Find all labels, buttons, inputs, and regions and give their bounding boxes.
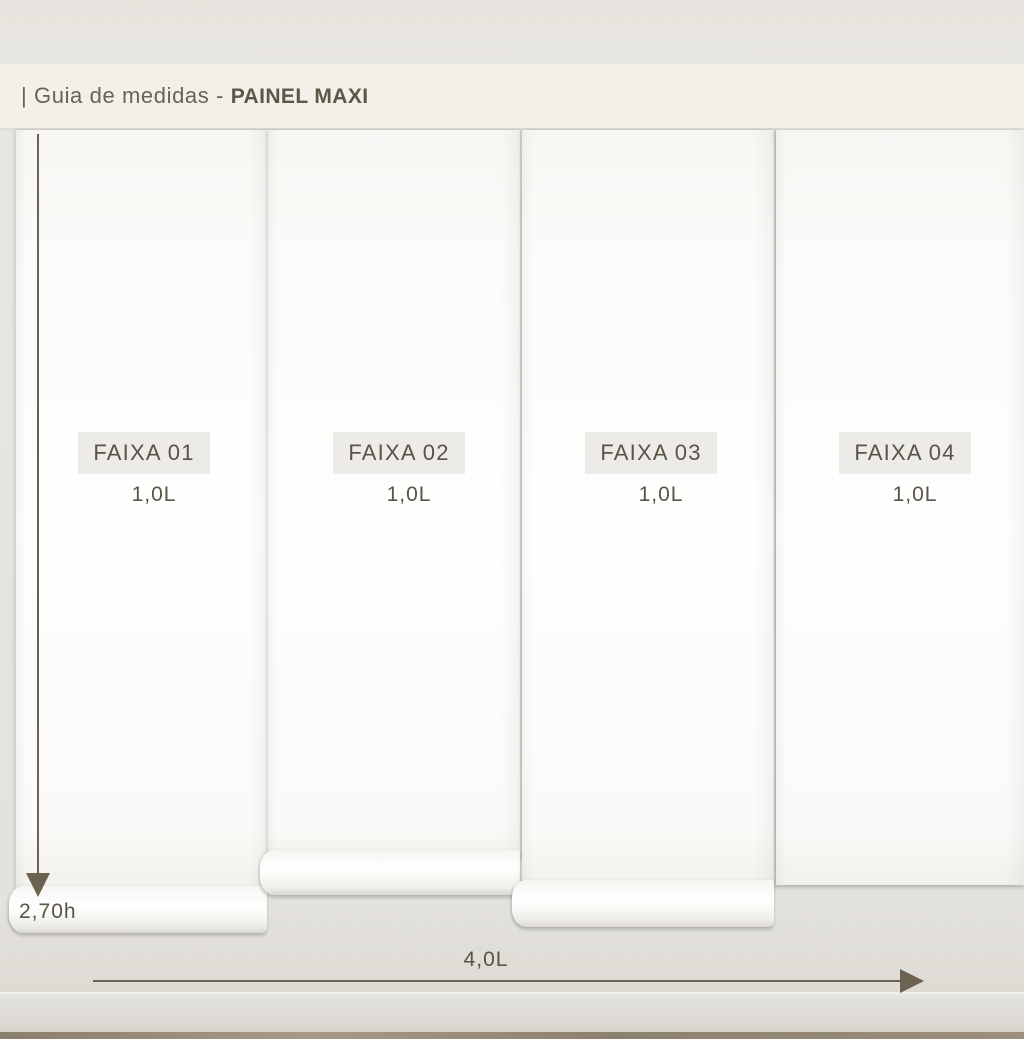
height-measurement: 2,70h bbox=[19, 900, 77, 923]
strip-03-label: FAIXA 03 bbox=[585, 432, 717, 474]
title-product: PAINEL MAXI bbox=[230, 85, 369, 108]
strip-02-curl bbox=[260, 850, 520, 895]
baseboard bbox=[0, 992, 1024, 1033]
floor bbox=[0, 1032, 1024, 1039]
strip-01-curl bbox=[9, 886, 267, 933]
strip-04-width: 1,0L bbox=[892, 483, 938, 506]
wallpaper-strip-02 bbox=[268, 130, 520, 860]
strip-shading bbox=[16, 130, 268, 890]
strip-shading bbox=[268, 130, 520, 860]
wallpaper-strip-03 bbox=[522, 130, 774, 890]
height-arrow-head bbox=[26, 873, 50, 897]
strip-03-curl bbox=[512, 880, 774, 927]
strip-02-width: 1,0L bbox=[386, 483, 432, 506]
strip-01-label: FAIXA 01 bbox=[78, 432, 210, 474]
strip-shading bbox=[776, 130, 1024, 885]
page-title: | Guia de medidas - PAINEL MAXI bbox=[21, 83, 369, 109]
strip-03-width: 1,0L bbox=[638, 483, 684, 506]
wallpaper-strip-01 bbox=[16, 130, 268, 890]
wallpaper-strip-04 bbox=[776, 130, 1024, 885]
header-bar: | Guia de medidas - PAINEL MAXI bbox=[0, 64, 1024, 129]
strip-04-label: FAIXA 04 bbox=[839, 432, 971, 474]
total-width-measurement: 4,0L bbox=[463, 948, 509, 971]
strip-01-width: 1,0L bbox=[131, 483, 177, 506]
strip-02-label: FAIXA 02 bbox=[333, 432, 465, 474]
width-arrow-head bbox=[900, 969, 924, 993]
strip-shading bbox=[522, 130, 774, 890]
title-prefix: | Guia de medidas - bbox=[21, 83, 231, 108]
